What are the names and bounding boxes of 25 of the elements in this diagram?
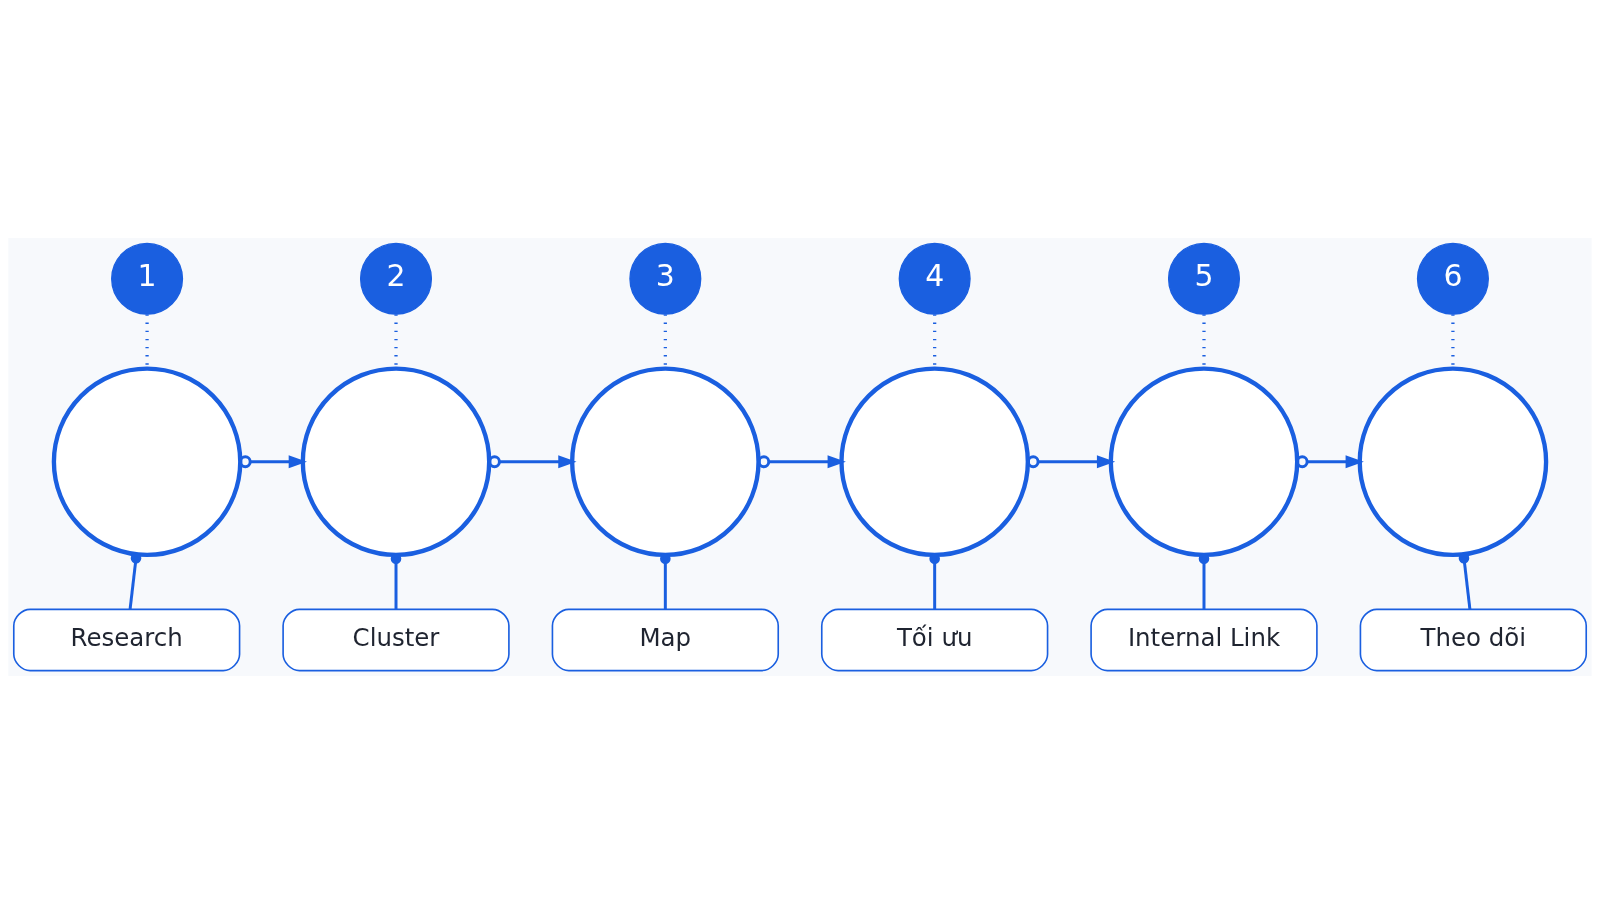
node-circle [51,366,243,558]
node-box: Map [551,608,780,672]
connector [660,553,671,610]
node-circle [570,366,761,558]
node-circle [1108,366,1300,558]
node-box: Cluster [282,608,510,672]
node-circle [839,366,1030,558]
node-box: Theo dõi [1359,608,1588,672]
node-circle: 5 [1167,242,1241,315]
connector [390,553,402,610]
node-circle [1357,366,1549,558]
arrow [1026,455,1116,469]
node-circle: 2 [359,242,433,315]
node-circle: 1 [111,242,184,315]
arrow [488,455,577,469]
node-circle: 3 [629,242,702,315]
node-box: Tối ưu [820,608,1049,672]
connector [1198,553,1210,610]
node-box: Research [12,608,241,672]
node-box: Internal Link [1090,608,1318,672]
arrow [757,455,846,469]
node-circle: 6 [1416,242,1489,315]
node-circle [300,366,492,558]
node-circle: 4 [898,242,971,315]
connector [929,553,940,610]
